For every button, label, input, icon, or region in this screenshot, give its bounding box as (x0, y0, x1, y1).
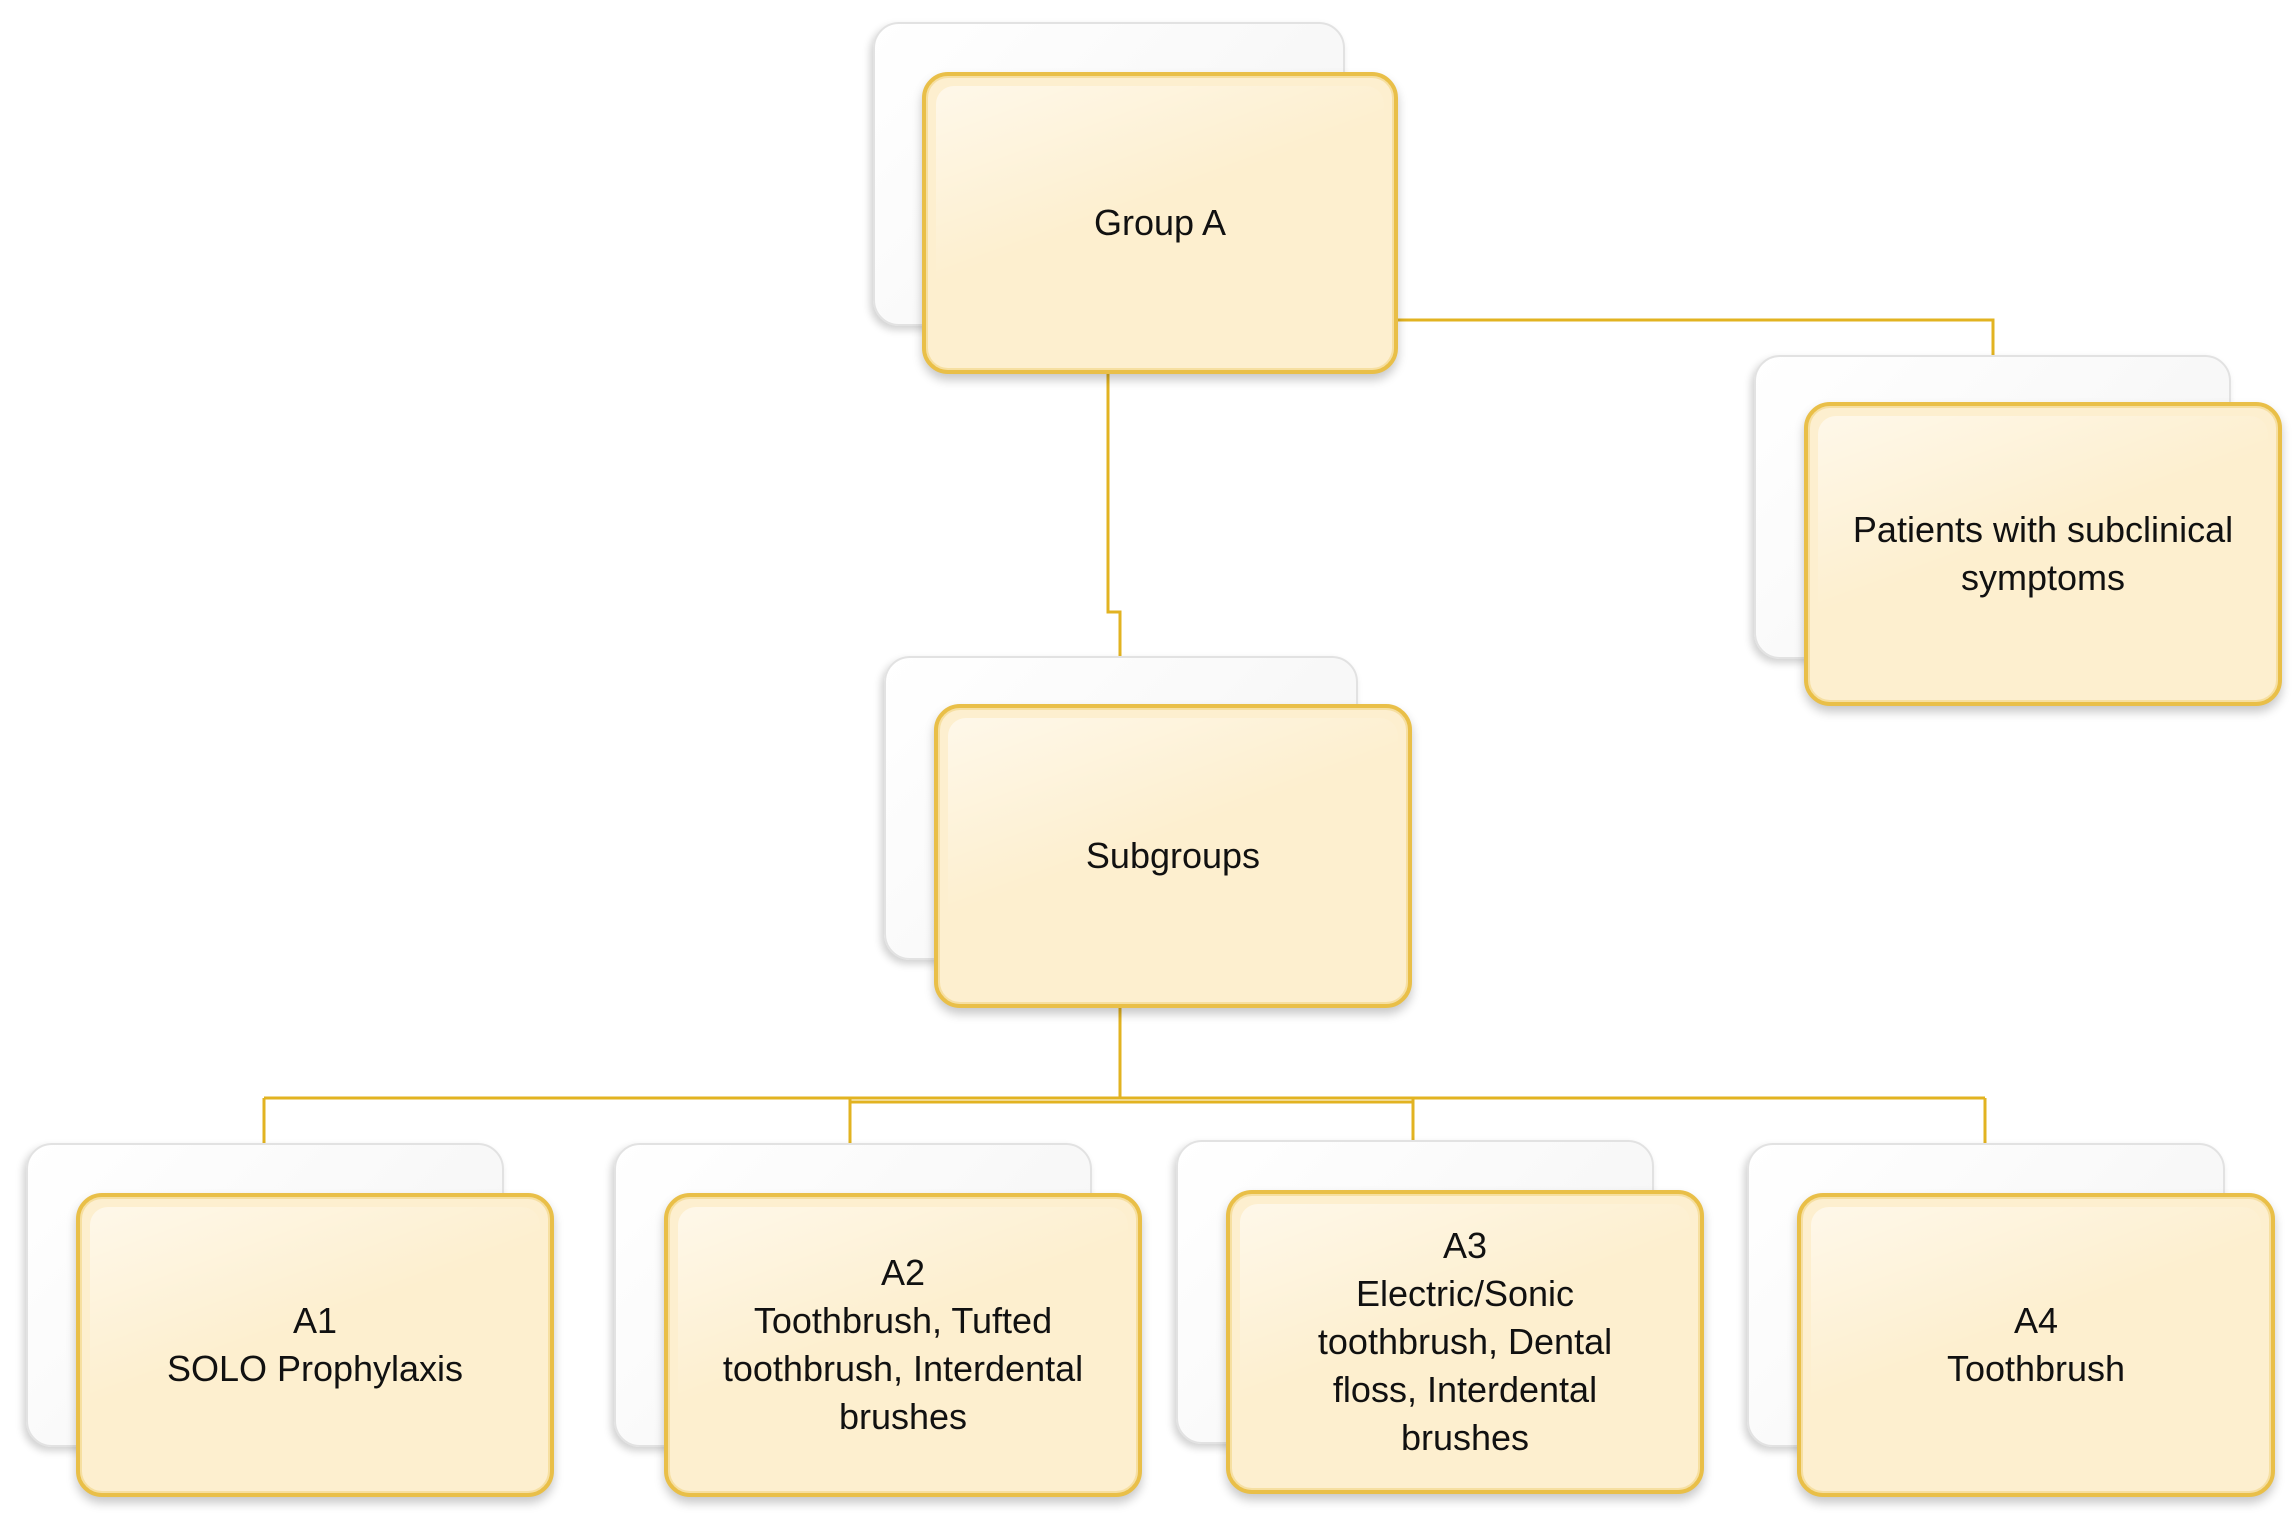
node-label-a1: A1 SOLO Prophylaxis (166, 1300, 464, 1389)
connector-group-a-to-subgroups (1106, 330, 1122, 656)
node-card: Patients with subclinical symptoms (1804, 402, 2282, 706)
node-label-a2: A2 Toothbrush, Tufted toothbrush, Interd… (722, 1252, 1084, 1437)
node-card: A1 SOLO Prophylaxis (76, 1193, 554, 1497)
node-card: Subgroups (934, 704, 1412, 1008)
node-label-group-a: Group A (1093, 202, 1227, 243)
connector-group-a-to-patients (1398, 318, 1995, 355)
node-label-a3: A3 Electric/Sonic toothbrush, Dental flo… (1317, 1225, 1613, 1458)
node-label-patients: Patients with subclinical symptoms (1852, 509, 2234, 598)
node-card: A2 Toothbrush, Tufted toothbrush, Interd… (664, 1193, 1142, 1497)
node-card: A3 Electric/Sonic toothbrush, Dental flo… (1226, 1190, 1704, 1494)
node-card: A4 Toothbrush (1797, 1193, 2275, 1497)
node-label-a4: A4 Toothbrush (1946, 1300, 2126, 1389)
node-label-subgroups: Subgroups (1085, 835, 1261, 876)
node-card: Group A (922, 72, 1398, 374)
